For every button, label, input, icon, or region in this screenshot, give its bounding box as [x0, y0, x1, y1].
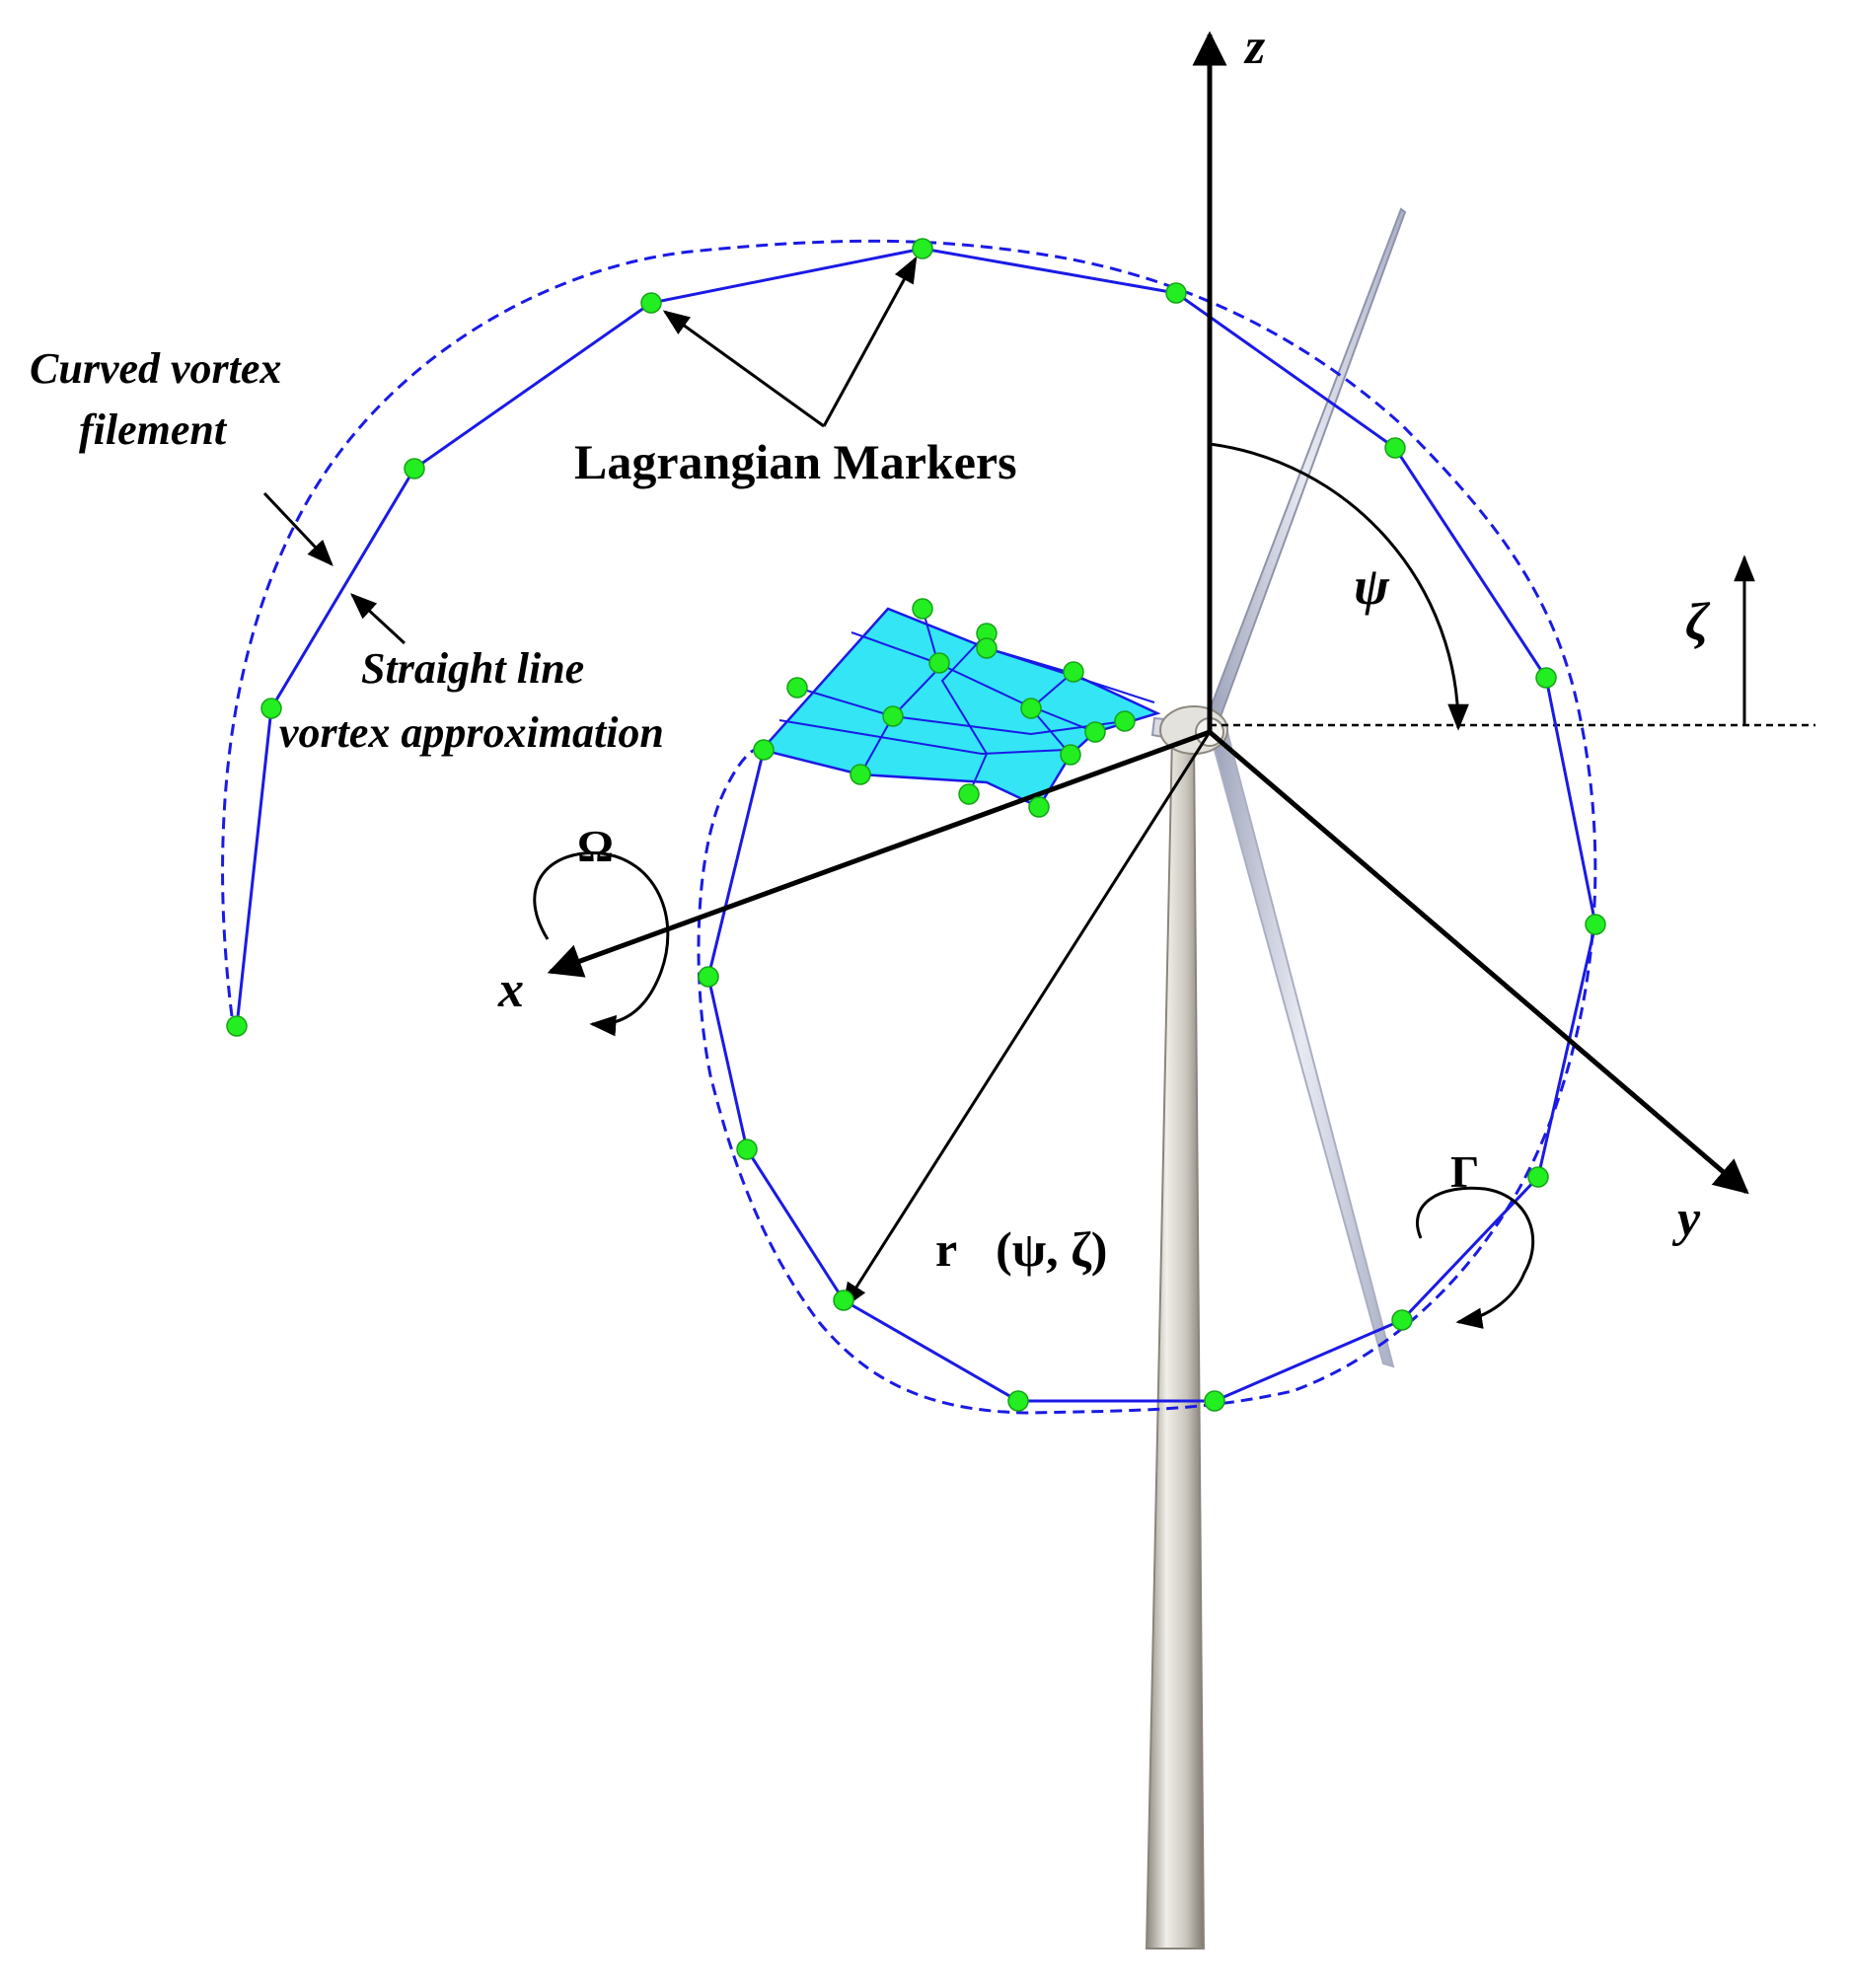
lagrangian-marker-dot	[786, 677, 808, 699]
lagrangian-marker-dot	[1063, 661, 1084, 683]
panel-line	[778, 719, 1067, 756]
lagrangian-marker-dot	[226, 1015, 248, 1037]
lagrangian-marker-dot	[1114, 710, 1136, 732]
label-psi: ψ	[1354, 556, 1390, 616]
radius-vector	[842, 731, 1212, 1310]
gamma-rotation-arrow-icon	[1415, 1186, 1535, 1329]
lagrangian-marker-dot	[1527, 1166, 1549, 1188]
lagrangian-marker-dot	[1028, 796, 1050, 818]
turbine-tower	[1145, 734, 1206, 1950]
leader-arrow-straight	[350, 593, 407, 645]
lagrangian-marker-dot	[1384, 437, 1406, 459]
leader-arrow-marker-left	[662, 310, 825, 428]
leader-arrows	[262, 256, 918, 645]
leader-arrow-marker-top	[822, 256, 918, 427]
lagrangian-marker-dot	[1204, 1390, 1225, 1412]
label-axis-y: y	[1671, 1191, 1701, 1247]
label-gamma: Γ	[1450, 1146, 1479, 1197]
lagrangian-markers	[226, 238, 1606, 1412]
curved-vortex-filament	[221, 239, 1597, 1415]
panel-line	[1029, 671, 1074, 808]
label-straight-line-line1: Straight line	[361, 644, 584, 693]
psi-angle-arc	[1209, 442, 1469, 731]
lagrangian-marker-dot	[260, 698, 282, 719]
lagrangian-marker-dot	[736, 1139, 758, 1160]
label-lagrangian-markers: Lagrangian Markers	[574, 434, 1017, 489]
lagrangian-marker-dot	[912, 238, 933, 259]
lagrangian-marker-dot	[1060, 744, 1081, 766]
x-axis	[547, 729, 1211, 978]
lagrangian-marker-dot	[404, 458, 425, 479]
panel-line	[796, 687, 1126, 736]
lagrangian-marker-dot	[850, 764, 871, 785]
turbine-blade-upper	[1204, 207, 1407, 732]
omega-rotation-arrow-icon	[533, 851, 670, 1037]
blade-panel-grid	[759, 607, 1161, 809]
leader-arrow-curved	[262, 491, 333, 566]
label-curved-vortex-line2: filement	[79, 405, 228, 454]
label-zeta: ζ	[1685, 592, 1711, 651]
y-axis	[1208, 730, 1749, 1195]
panel-line	[851, 631, 1096, 733]
label-straight-line-line2: vortex approximation	[279, 708, 664, 757]
lagrangian-marker-dot	[976, 637, 998, 659]
lagrangian-marker-dot	[833, 1289, 854, 1311]
lagrangian-marker-dot	[1165, 282, 1187, 304]
lagrangian-marker-dot	[1391, 1309, 1413, 1331]
panel-line	[859, 608, 941, 775]
lagrangian-marker-dot	[882, 705, 904, 727]
label-axis-z: z	[1243, 19, 1266, 75]
coordinate-axes	[547, 31, 1749, 1310]
lagrangian-marker-dot	[912, 598, 933, 620]
lagrangian-marker-dot	[928, 652, 950, 674]
turbine-blade-lower	[1208, 731, 1395, 1368]
label-radius-vector: r⃗(ψ, ζ)	[935, 1221, 1107, 1277]
wind-turbine	[1145, 207, 1407, 1950]
label-omega: Ω	[577, 821, 614, 871]
lagrangian-marker-dot	[698, 966, 719, 988]
lagrangian-marker-dot	[1007, 1390, 1029, 1412]
lagrangian-marker-dot	[958, 783, 980, 805]
straight-line-vortex-approximation	[235, 247, 1597, 1403]
label-curved-vortex-line1: Curved vortex	[30, 344, 281, 393]
lagrangian-marker-dot	[753, 739, 775, 761]
lagrangian-marker-dot	[640, 292, 662, 314]
lagrangian-marker-dot	[1020, 698, 1042, 719]
label-axis-x: x	[497, 962, 524, 1018]
lagrangian-marker-dot	[1585, 914, 1606, 935]
panel-line	[940, 632, 989, 795]
lagrangian-marker-dot	[1084, 721, 1106, 743]
lagrangian-marker-dot	[1535, 667, 1557, 689]
